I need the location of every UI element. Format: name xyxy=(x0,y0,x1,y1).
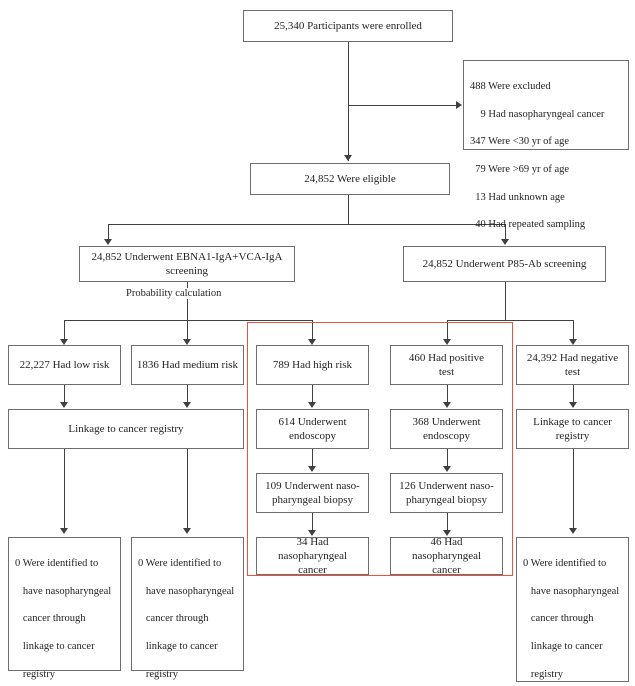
outcome-low-lines: 0 Were identified to have nasopharyngeal… xyxy=(15,543,115,686)
outcome-line: have nasopharyngeal xyxy=(138,585,235,597)
connector-linkage-right-down xyxy=(573,449,574,531)
arrowhead-outcome-negative xyxy=(569,528,577,534)
excluded-line: 13 Had unknown age xyxy=(470,191,565,203)
connector-to-negative-test xyxy=(573,320,574,342)
outcome-line: have nasopharyngeal xyxy=(15,585,112,597)
connector-to-ebna xyxy=(108,224,109,242)
connector-negative-test-down xyxy=(573,385,574,405)
connector-positive-test-down xyxy=(447,385,448,405)
arrowhead-p85 xyxy=(501,239,509,245)
arrowhead-excluded xyxy=(456,101,462,109)
node-linkage-left: Linkage to cancer registry xyxy=(8,409,244,449)
arrowhead-linkage-left-b xyxy=(183,402,191,408)
connector-p85-down xyxy=(505,282,506,320)
excluded-line: 79 Were >69 yr of age xyxy=(470,164,570,176)
outcome-medium-lines: 0 Were identified to have nasopharyngeal… xyxy=(138,543,238,686)
outcome-line: cancer through xyxy=(138,613,209,625)
excluded-line: 347 Were <30 yr of age xyxy=(470,136,570,148)
node-screening-p85: 24,852 Underwent P85-Ab screening xyxy=(403,246,606,282)
node-outcome-medium-risk: 0 Were identified to have nasopharyngeal… xyxy=(131,537,244,680)
outcome-line: linkage to cancer xyxy=(15,641,95,653)
outcome-line: 0 Were identified to xyxy=(523,557,607,569)
arrowhead-endoscopy-high xyxy=(308,402,316,408)
arrowhead-biopsy-high xyxy=(308,466,316,472)
node-medium-risk: 1836 Had medium risk xyxy=(131,345,244,385)
outcome-line: registry xyxy=(523,668,563,680)
arrowhead-positive-test xyxy=(443,339,451,345)
node-linkage-right: Linkage to cancer registry xyxy=(516,409,629,449)
arrowhead-low-risk xyxy=(60,339,68,345)
excluded-line: 9 Had nasopharyngeal cancer xyxy=(470,108,605,120)
arrowhead-outcome-low xyxy=(60,528,68,534)
node-biopsy-positive: 126 Underwent naso- pharyngeal biopsy xyxy=(390,473,503,513)
arrowhead-biopsy-pos xyxy=(443,466,451,472)
outcome-line: 0 Were identified to xyxy=(15,557,99,569)
outcome-negative-lines: 0 Were identified to have nasopharyngeal… xyxy=(523,543,623,686)
excluded-lines: 488 Were excluded 9 Had nasopharyngeal c… xyxy=(470,66,623,246)
node-positive-test: 460 Had positive test xyxy=(390,345,503,385)
arrowhead-endoscopy-pos xyxy=(443,402,451,408)
connector-to-medium-risk xyxy=(187,320,188,342)
node-negative-test: 24,392 Had negative test xyxy=(516,345,629,385)
node-outcome-negative-test: 0 Were identified to have nasopharyngeal… xyxy=(516,537,629,682)
connector-endoscopy-pos-down xyxy=(447,449,448,469)
outcome-line: linkage to cancer xyxy=(138,641,218,653)
node-screening-ebna: 24,852 Underwent EBNA1-IgA+VCA-IgA scree… xyxy=(79,246,295,282)
connector-eligible-down xyxy=(348,195,349,224)
outcome-line: have nasopharyngeal xyxy=(523,585,620,597)
connector-ebna-down xyxy=(187,282,188,320)
arrowhead-high-risk xyxy=(308,339,316,345)
connector-to-p85 xyxy=(505,224,506,242)
connector-to-positive-test xyxy=(447,320,448,342)
connector-medium-risk-down xyxy=(187,385,188,405)
connector-linkage-left-b-down xyxy=(187,449,188,531)
connector-enrolled-to-eligible xyxy=(348,42,349,161)
connector-screening-split xyxy=(108,224,505,225)
arrowhead-outcome-medium xyxy=(183,528,191,534)
outcome-line: registry xyxy=(138,668,178,680)
connector-low-risk-down xyxy=(64,385,65,405)
label-probability-calculation: Probability calculation xyxy=(123,288,225,299)
node-cancer-positive: 46 Had nasopharyngeal cancer xyxy=(390,536,503,576)
node-excluded: 488 Were excluded 9 Had nasopharyngeal c… xyxy=(463,60,629,230)
node-eligible: 24,852 Were eligible xyxy=(250,163,450,195)
connector-to-excluded xyxy=(348,105,456,106)
connector-endoscopy-high-down xyxy=(312,449,313,469)
node-outcome-low-risk: 0 Were identified to have nasopharyngeal… xyxy=(8,537,121,680)
node-endoscopy-positive: 368 Underwent endoscopy xyxy=(390,409,503,449)
arrowhead-cancer-high xyxy=(308,530,316,536)
connector-biopsy-pos-down xyxy=(447,513,448,533)
excluded-line: 488 Were excluded xyxy=(470,80,551,92)
excluded-line: 40 Had repeated sampling xyxy=(470,219,586,231)
node-cancer-high: 34 Had nasopharyngeal cancer xyxy=(256,536,369,576)
node-low-risk: 22,227 Had low risk xyxy=(8,345,121,385)
outcome-line: cancer through xyxy=(15,613,86,625)
arrowhead-eligible xyxy=(344,155,352,161)
node-high-risk: 789 Had high risk xyxy=(256,345,369,385)
arrowhead-negative-test xyxy=(569,339,577,345)
connector-left-fanout xyxy=(64,320,312,321)
connector-high-risk-down xyxy=(312,385,313,405)
node-enrolled: 25,340 Participants were enrolled xyxy=(243,10,453,42)
node-endoscopy-high: 614 Underwent endoscopy xyxy=(256,409,369,449)
arrowhead-cancer-pos xyxy=(443,530,451,536)
connector-to-low-risk xyxy=(64,320,65,342)
arrowhead-linkage-right xyxy=(569,402,577,408)
outcome-line: registry xyxy=(15,668,55,680)
connector-right-fanout xyxy=(447,320,573,321)
outcome-line: cancer through xyxy=(523,613,594,625)
node-biopsy-high: 109 Underwent naso- pharyngeal biopsy xyxy=(256,473,369,513)
outcome-line: linkage to cancer xyxy=(523,641,603,653)
outcome-line: 0 Were identified to xyxy=(138,557,222,569)
arrowhead-medium-risk xyxy=(183,339,191,345)
arrowhead-linkage-left-a xyxy=(60,402,68,408)
connector-biopsy-high-down xyxy=(312,513,313,533)
arrowhead-ebna xyxy=(104,239,112,245)
connector-linkage-left-a-down xyxy=(64,449,65,531)
connector-to-high-risk xyxy=(312,320,313,342)
